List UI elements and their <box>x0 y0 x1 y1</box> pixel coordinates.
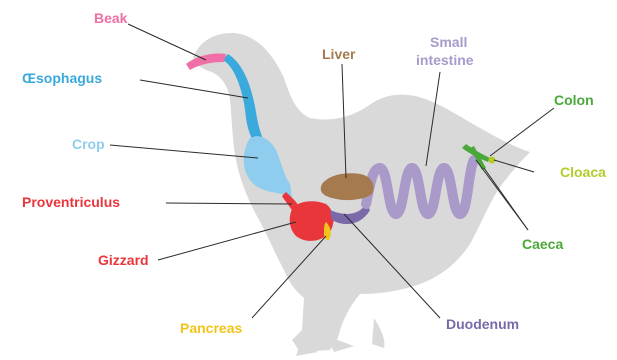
cloaca-label: Cloaca <box>560 164 606 180</box>
colon-leader <box>490 108 554 156</box>
liver-label: Liver <box>322 46 355 62</box>
small-intestine-label-line2: intestine <box>416 52 474 68</box>
proventriculus-label: Proventriculus <box>22 194 120 210</box>
crop-label: Crop <box>72 136 105 152</box>
gizzard-label: Gizzard <box>98 252 149 268</box>
duodenum-label: Duodenum <box>446 316 519 332</box>
beak-leader <box>128 24 206 60</box>
pancreas-label: Pancreas <box>180 320 242 336</box>
colon-label: Colon <box>554 92 594 108</box>
small-intestine-label-line1: Small <box>430 34 467 50</box>
caeca-label: Caeca <box>522 236 563 252</box>
beak-label: Beak <box>94 10 127 26</box>
oesophagus-label: Œsophagus <box>22 70 102 86</box>
